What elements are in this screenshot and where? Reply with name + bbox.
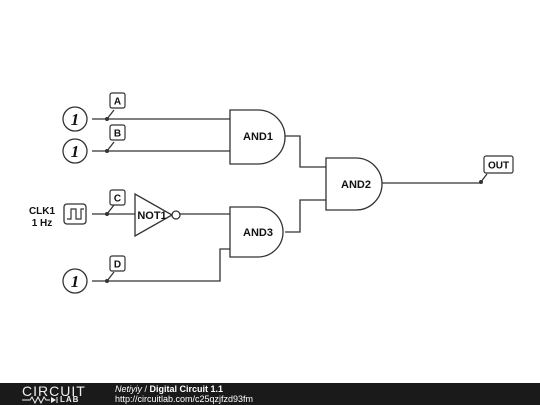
resistor-icon <box>22 396 58 404</box>
and-gate-2[interactable]: AND2 <box>325 157 383 211</box>
input-source-b[interactable]: 1 <box>62 138 88 164</box>
input-d-value: 1 <box>71 272 80 291</box>
net-label-b-text: B <box>114 129 121 140</box>
net-label-d[interactable]: D <box>109 255 126 272</box>
input-source-d[interactable]: 1 <box>62 268 88 294</box>
footer-title-line: Netiyiy / Digital Circuit 1.1 <box>115 384 223 394</box>
net-label-out[interactable]: OUT <box>483 155 514 174</box>
logo-text-bottom: LAB <box>60 395 80 404</box>
net-label-out-text: OUT <box>488 161 509 172</box>
clock-source[interactable] <box>63 203 87 225</box>
node-c <box>105 212 109 216</box>
and-gate-2-label: AND2 <box>341 179 371 191</box>
net-label-a-text: A <box>114 97 121 108</box>
logo-text-top: CIRCUIT <box>22 383 86 399</box>
net-label-d-text: D <box>114 260 121 271</box>
wire-and3-out <box>285 199 326 233</box>
net-label-b[interactable]: B <box>109 124 126 141</box>
title-separator: / <box>142 384 150 394</box>
input-a-value: 1 <box>71 110 80 129</box>
net-label-c-text: C <box>114 194 121 205</box>
input-b-value: 1 <box>71 142 80 161</box>
and-gate-1[interactable]: AND1 <box>229 109 286 165</box>
wire-and1-out <box>285 135 326 168</box>
clock-frequency: 1 Hz <box>32 218 53 229</box>
and-gate-3-label: AND3 <box>243 227 273 239</box>
circuit-title-link[interactable]: Digital Circuit 1.1 <box>149 384 224 394</box>
circuit-url-link[interactable]: http://circuitlab.com/c25qzjfzd93fm <box>115 394 254 404</box>
square-wave-icon <box>67 208 84 220</box>
net-label-a[interactable]: A <box>109 92 126 109</box>
schematic-canvas: 1 1 1 CLK1 1 Hz A B C D OUT NOT1 <box>29 92 514 294</box>
not-gate[interactable]: NOT1 <box>134 192 181 238</box>
node-out <box>479 180 483 184</box>
and-gate-3[interactable]: AND3 <box>229 206 284 258</box>
not-gate-label: NOT1 <box>137 210 166 222</box>
author-link[interactable]: Netiyiy <box>115 384 143 394</box>
node-d <box>105 279 109 283</box>
footer-bar: CIRCUIT LAB Netiyiy / Digital Circuit 1.… <box>0 383 540 405</box>
node-b <box>105 149 109 153</box>
net-label-c[interactable]: C <box>109 189 126 206</box>
input-source-a[interactable]: 1 <box>62 106 88 132</box>
and-gate-1-label: AND1 <box>243 131 273 143</box>
clock-name: CLK1 <box>29 206 56 217</box>
wire-and2-out <box>382 173 488 184</box>
circuitlab-logo[interactable]: CIRCUIT LAB <box>22 384 94 404</box>
node-a <box>105 117 109 121</box>
wire-d <box>92 248 230 282</box>
